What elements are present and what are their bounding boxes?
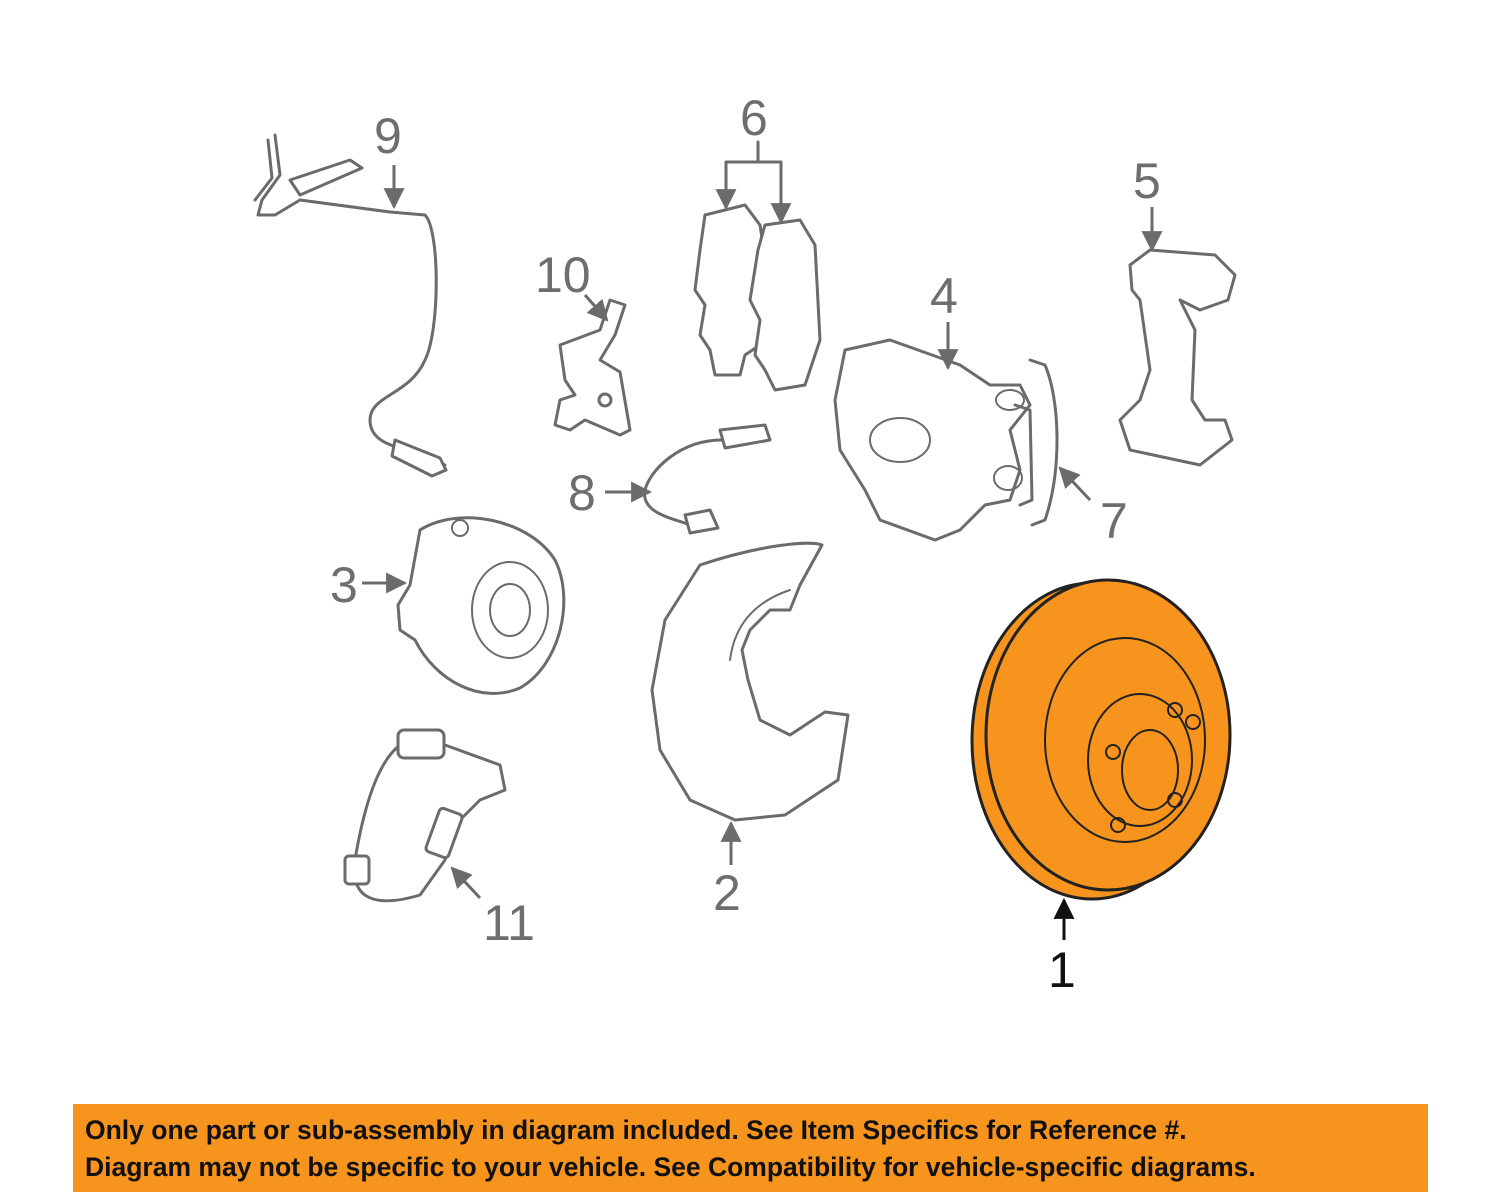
part-4-brake-caliper (833, 338, 1032, 542)
callout-7-arrow (1058, 466, 1092, 502)
part-9-speed-sensor-wire (253, 133, 448, 478)
callout-11: 11 (483, 895, 535, 951)
callout-6: 6 (740, 90, 768, 146)
callout-8: 8 (568, 465, 596, 521)
part-5-caliper-carrier (1118, 248, 1237, 467)
callout-3: 3 (330, 557, 358, 613)
callout-6-bracket (724, 140, 783, 164)
callout-5: 5 (1133, 153, 1161, 209)
disclaimer-line-1: Only one part or sub-assembly in diagram… (85, 1115, 1187, 1145)
callout-7: 7 (1100, 493, 1128, 549)
disclaimer-line-2: Diagram may not be specific to your vehi… (85, 1152, 1256, 1182)
callout-4: 4 (930, 268, 958, 324)
part-8-pad-wear-sensor (643, 423, 772, 535)
callout-11-arrow (450, 866, 482, 900)
parts-diagram: 9 10 6 4 7 5 8 (253, 90, 1237, 998)
part-6-brake-pads (693, 203, 822, 392)
part-2-dust-shield (650, 541, 850, 822)
callout-10-arrow (583, 294, 609, 322)
part-10-anti-rattle-clip (553, 298, 632, 437)
callout-1: 1 (1048, 942, 1076, 998)
part-1-brake-rotor (970, 578, 1232, 901)
disclaimer-banner: Only one part or sub-assembly in diagram… (73, 1104, 1428, 1192)
part-7-retaining-spring (1013, 358, 1059, 527)
callout-2: 2 (713, 865, 741, 921)
part-11-brake-hose (343, 728, 507, 903)
callout-9: 9 (374, 108, 402, 164)
callout-10: 10 (535, 247, 591, 303)
part-3-wheel-hub (396, 516, 566, 695)
